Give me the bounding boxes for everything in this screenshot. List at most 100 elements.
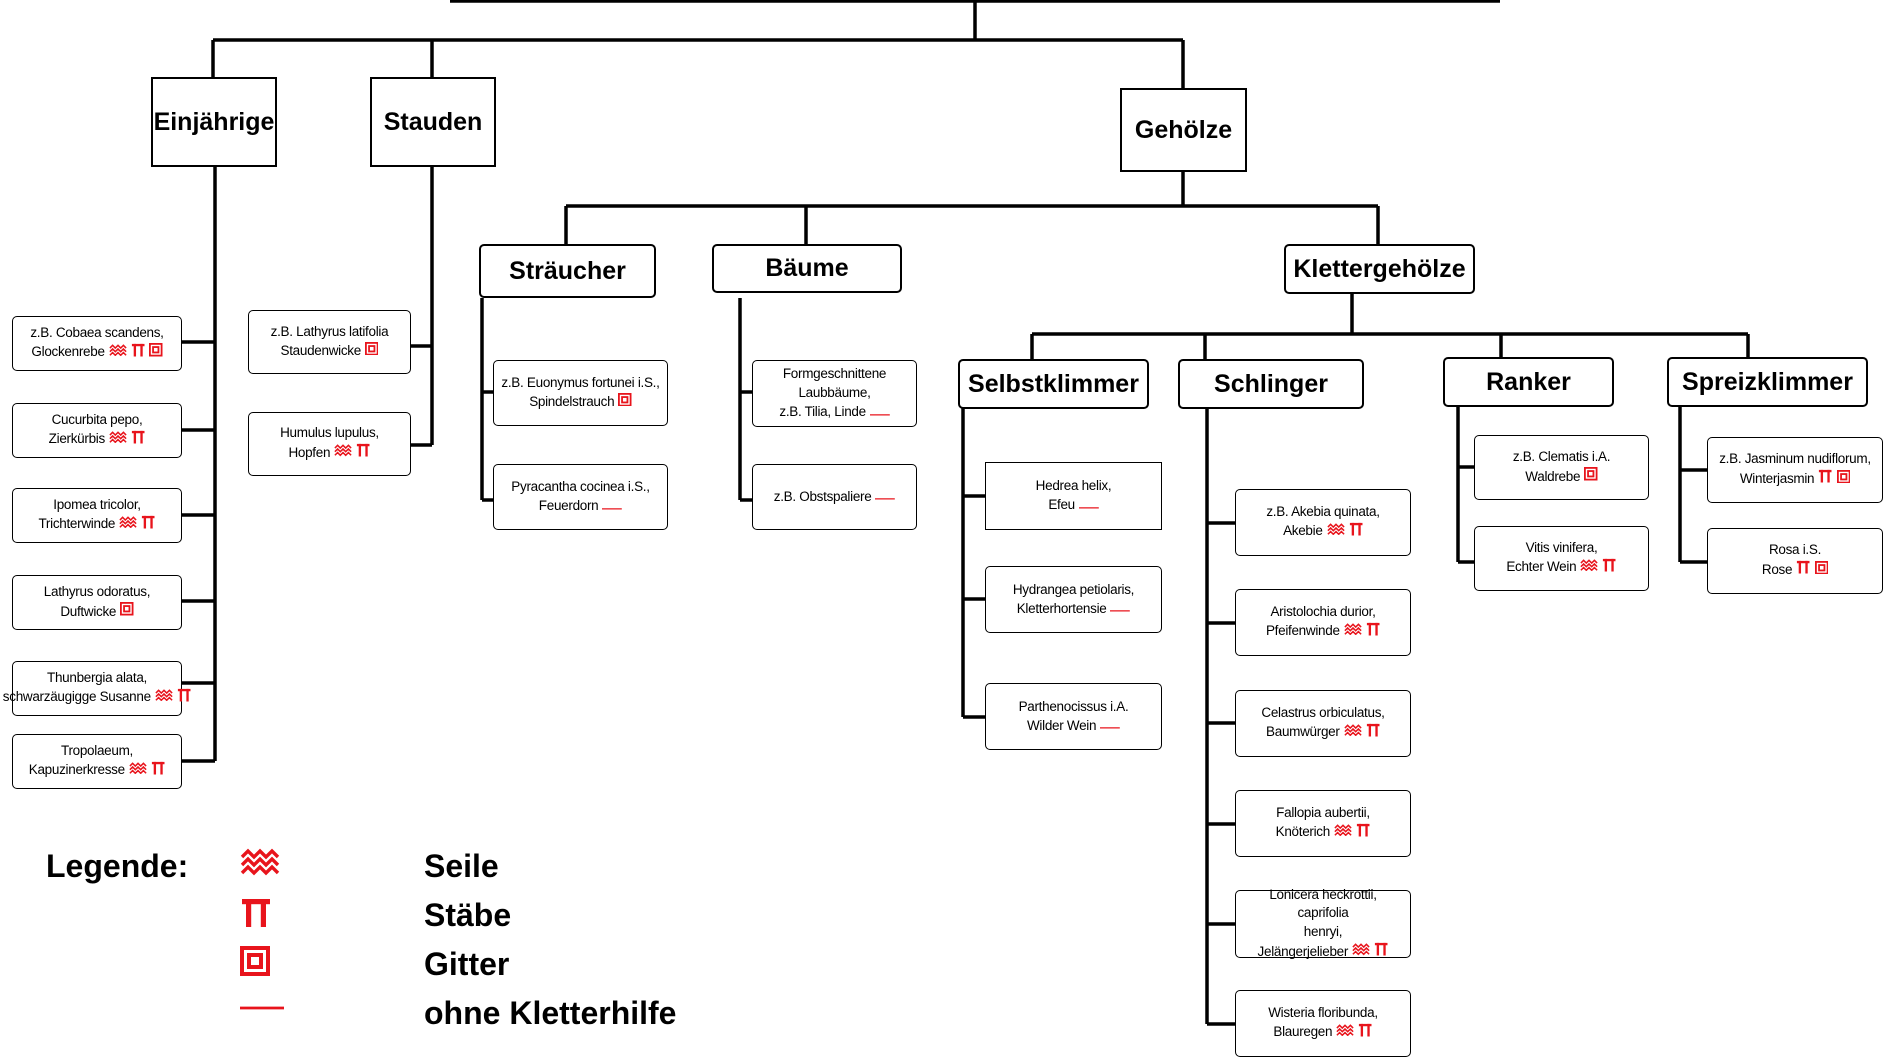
plant-line: Ipomea tricolor,: [53, 496, 141, 515]
plant-line: henryi,: [1303, 923, 1343, 942]
seile-icon: [1326, 522, 1345, 541]
legend-title: Legende:: [46, 848, 189, 884]
plant-text: Fallopia aubertii,: [1276, 804, 1370, 820]
plant-box: Hedrea helix,Efeu: [985, 462, 1162, 530]
legend-gitter-icon: [240, 946, 270, 981]
category-baeume: Bäume: [712, 244, 902, 293]
plant-line: z.B. Euonymus fortunei i.S.,: [501, 374, 659, 393]
plant-box: Pyracantha cocinea i.S., Feuerdorn: [493, 464, 668, 530]
plant-text: Hydrangea petiolaris,: [1012, 581, 1135, 597]
plant-text: Rose: [1761, 561, 1793, 577]
plant-box: Parthenocissus i.A.Wilder Wein: [985, 683, 1162, 750]
ohne-icon: [1100, 717, 1121, 736]
plant-box: Fallopia aubertii,Knöterich: [1235, 790, 1411, 857]
gitter-icon: [149, 343, 163, 362]
plant-text: Lathyrus odoratus,: [43, 584, 151, 600]
plant-line: Lathyrus odoratus,: [43, 583, 151, 602]
plant-line: Hopfen: [288, 443, 370, 463]
plant-text: Tropolaeum,: [61, 742, 133, 758]
plant-text: henryi,: [1303, 924, 1343, 940]
plant-line: z.B. Akebia quinata,: [1266, 503, 1380, 522]
plant-line: Hedrea helix,: [1036, 477, 1112, 496]
category-straeucher: Sträucher: [479, 244, 656, 298]
plant-text: Winterjasmin: [1739, 470, 1815, 486]
legend-label-ohne: ohne Kletterhilfe: [424, 995, 677, 1031]
plant-text: z.B. Euonymus fortunei i.S.,: [501, 374, 660, 390]
plant-line: Kapuzinerkresse: [29, 761, 165, 781]
plant-text: Staudenwicke: [280, 343, 362, 358]
plant-line: Laubbäume,: [798, 384, 870, 403]
category-ranker: Ranker: [1443, 357, 1614, 407]
plant-text: Duftwicke: [60, 603, 117, 619]
ohne-icon: [1110, 600, 1131, 619]
plant-line: Akebie: [1283, 522, 1363, 542]
plant-text: Glockenrebe: [31, 344, 105, 360]
plant-line: Waldrebe: [1525, 467, 1598, 486]
plant-text: Baumwürger: [1266, 724, 1340, 740]
staebe-icon: [131, 343, 145, 363]
plant-text: Parthenocissus i.A.: [1018, 698, 1129, 714]
staebe-icon: [141, 515, 155, 535]
plant-text: Blauregen: [1273, 1024, 1333, 1040]
legend-ohne-icon: [240, 995, 284, 1016]
plant-line: Duftwicke: [60, 602, 134, 621]
legend-label-seile: Seile: [424, 848, 499, 884]
staebe-icon: [1796, 560, 1810, 580]
plant-box: z.B. Obstspaliere: [752, 464, 917, 530]
plant-text: Akebie: [1283, 523, 1323, 539]
staebe-icon: [1366, 622, 1380, 642]
plant-text: Feuerdorn: [538, 498, 599, 513]
seile-icon: [1344, 622, 1362, 641]
ohne-icon: [602, 497, 623, 516]
plant-line: Rose: [1761, 560, 1829, 580]
plant-line: Staudenwicke: [280, 341, 379, 361]
plant-box: z.B. Euonymus fortunei i.S.,Spindelstrau…: [493, 360, 668, 426]
ohne-icon: [875, 488, 896, 507]
gitter-icon: [364, 341, 379, 361]
plant-box: Thunbergia alata, schwarzäugigge Susanne: [3, 661, 191, 716]
plant-text: Efeu: [1048, 497, 1075, 512]
category-stauden: Stauden: [370, 77, 496, 167]
seile-icon: [109, 430, 127, 449]
seile-icon: [109, 343, 127, 362]
plant-line: Vitis vinifera,: [1526, 539, 1598, 558]
plant-text: Trichterwinde: [38, 516, 116, 532]
plant-text: Echter Wein: [1506, 559, 1577, 575]
plant-box: Tropolaeum, Kapuzinerkresse: [12, 734, 182, 789]
gitter-icon: [1836, 469, 1851, 489]
plant-text: Thunbergia alata,: [47, 669, 147, 685]
plant-line: Efeu: [1048, 496, 1099, 515]
plant-text: Pyracantha cocinea i.S.,: [511, 479, 650, 495]
seile-icon: [1334, 823, 1352, 842]
plant-line: Trichterwinde: [38, 515, 155, 535]
plant-line: z.B. Obstspaliere: [774, 488, 896, 507]
plant-line: Humulus lupulus,: [280, 424, 379, 443]
plant-text: z.B. Obstspaliere: [773, 488, 872, 504]
plant-box: Aristolochia durior,Pfeifenwinde: [1235, 589, 1411, 656]
plant-line: Wisteria floribunda,: [1268, 1004, 1378, 1023]
plant-line: Rosa i.S.: [1769, 541, 1821, 560]
plant-text: Ipomea tricolor,: [53, 496, 141, 512]
plant-text: z.B. Lathyrus latifolia: [270, 323, 389, 339]
plant-line: Kletterhortensie: [1017, 600, 1131, 619]
plant-box: z.B. Cobaea scandens,Glockenrebe: [12, 316, 182, 371]
plant-line: Pyracantha cocinea i.S.,: [511, 478, 650, 497]
plant-line: caprifolia: [1297, 904, 1348, 923]
plant-text: z.B. Akebia quinata,: [1266, 503, 1380, 519]
plant-box: z.B. Jasminum nudiflorum,Winterjasmin: [1707, 437, 1883, 503]
category-selbstklimmer: Selbstklimmer: [958, 359, 1149, 409]
gitter-icon: [1814, 560, 1829, 580]
plant-text: schwarzäugigge Susanne: [2, 689, 151, 705]
seile-icon: [1336, 1023, 1354, 1042]
plant-line: schwarzäugigge Susanne: [3, 688, 191, 708]
plant-box: Ipomea tricolor, Trichterwinde: [12, 488, 182, 543]
gitter-icon: [1584, 467, 1598, 486]
plant-line: Thunbergia alata,: [47, 669, 147, 688]
plant-line: Hydrangea petiolaris,: [1012, 581, 1135, 600]
staebe-icon: [1374, 942, 1388, 962]
plant-line: Formgeschnittene: [783, 365, 887, 384]
ohne-icon: [869, 403, 890, 422]
category-einjaehrige: Einjährige: [151, 77, 277, 167]
seile-icon: [1352, 943, 1370, 962]
